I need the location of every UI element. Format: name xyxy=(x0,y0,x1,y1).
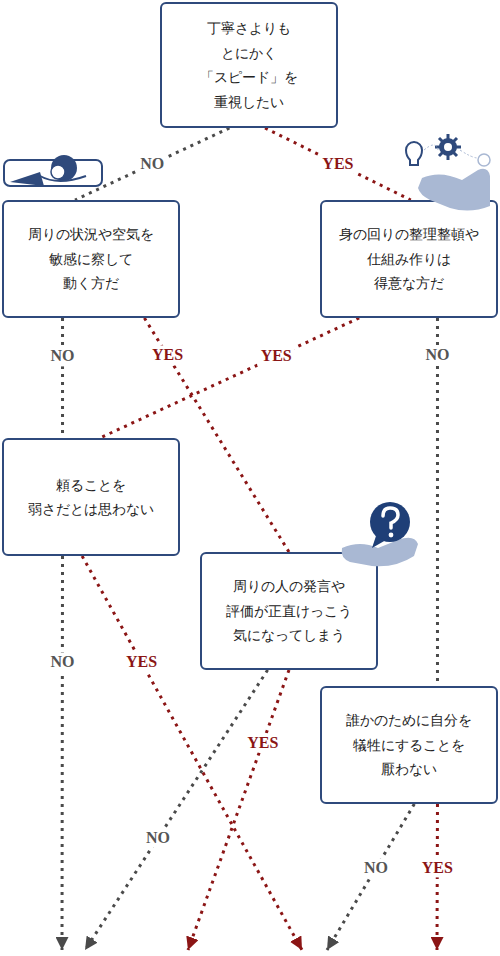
flow-connector xyxy=(75,128,229,200)
hand-question-icon xyxy=(342,502,418,566)
answer-label: YES xyxy=(419,859,456,878)
flow-connector xyxy=(436,318,439,686)
answer-label: NO xyxy=(422,345,452,364)
question-text: 身の回りの整理整頓や 仕組み作りは 得意な方だ xyxy=(329,222,489,296)
flow-connector xyxy=(61,318,64,438)
answer-label: YES xyxy=(123,653,160,672)
question-text: 誰かのために自分を 犠牲にすることを 厭わない xyxy=(329,708,489,782)
answer-label: YES xyxy=(319,154,356,173)
answer-label: YES xyxy=(244,733,281,752)
answer-label: NO xyxy=(361,859,391,878)
hand-idea-icon xyxy=(406,134,490,211)
flow-connector xyxy=(100,318,359,438)
result-arrow xyxy=(85,670,268,950)
result-arrow xyxy=(61,556,65,950)
person-icon xyxy=(4,155,102,186)
question-box: 頼ることを 弱さだとは思わない xyxy=(2,438,180,556)
question-box: 誰かのために自分を 犠牲にすることを 厭わない xyxy=(320,686,498,804)
flow-connector xyxy=(265,128,411,200)
answer-label: YES xyxy=(258,347,295,366)
question-box: 丁寧さよりも とにかく 「スピード」を 重視したい xyxy=(160,2,338,128)
question-box: 身の回りの整理整頓や 仕組み作りは 得意な方だ xyxy=(320,200,498,318)
question-box: 周りの状況や空気を 敏感に察して 動く方だ xyxy=(2,200,180,318)
answer-label: NO xyxy=(137,154,167,173)
answer-label: NO xyxy=(143,828,173,847)
answer-label: NO xyxy=(48,347,78,366)
question-text: 頼ることを 弱さだとは思わない xyxy=(11,473,171,522)
question-box: 周りの人の発言や 評価が正直けっこう 気になってしまう xyxy=(200,552,378,670)
result-arrow xyxy=(327,804,414,950)
question-text: 周りの状況や空気を 敏感に察して 動く方だ xyxy=(11,222,171,296)
question-text: 丁寧さよりも とにかく 「スピード」を 重視したい xyxy=(169,16,329,114)
result-arrow xyxy=(188,670,289,950)
answer-label: NO xyxy=(47,653,77,672)
question-text: 周りの人の発言や 評価が正直けっこう 気になってしまう xyxy=(209,574,369,648)
answer-label: YES xyxy=(149,346,186,365)
